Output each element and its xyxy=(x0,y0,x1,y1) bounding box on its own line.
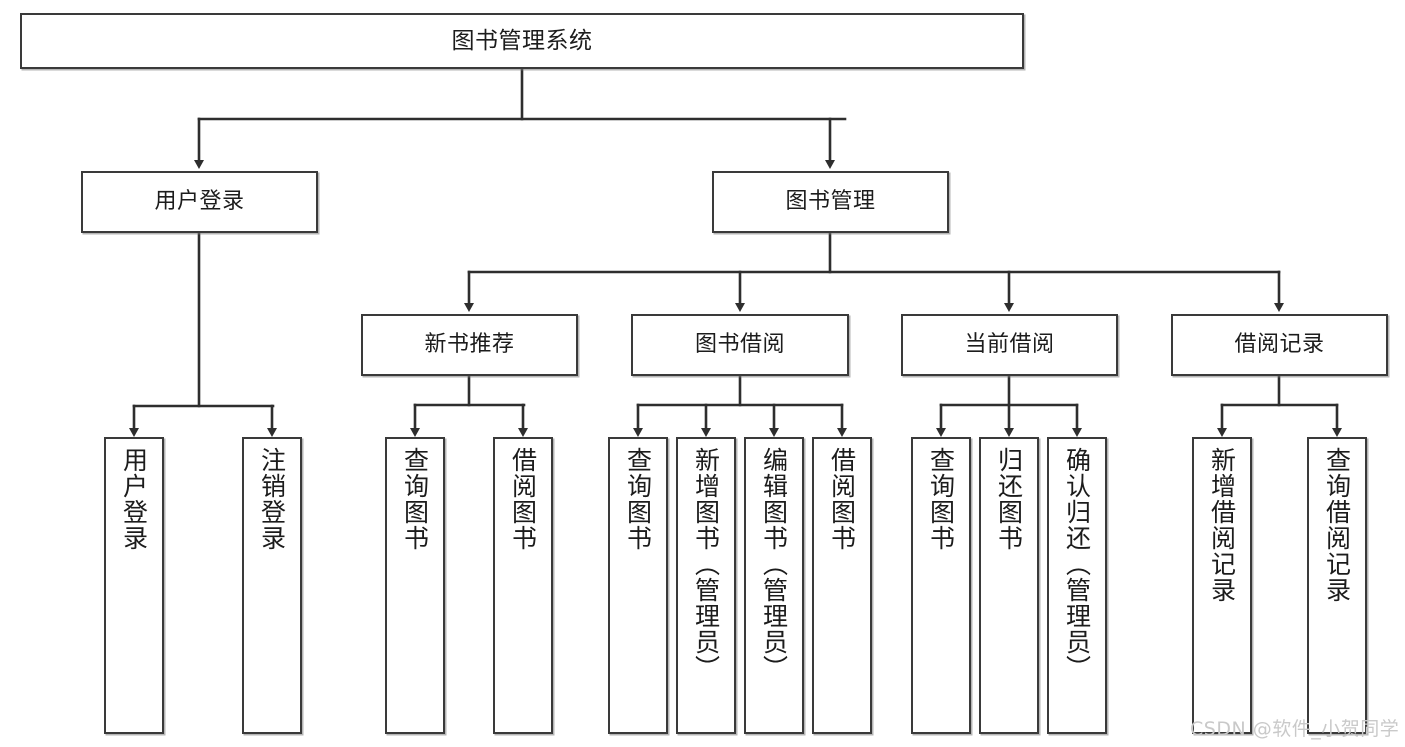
leaf-recommend-borrow-book[interactable]: 借阅图书 xyxy=(493,437,553,734)
node-root[interactable]: 图书管理系统 xyxy=(20,13,1024,69)
node-book-borrow-label: 图书借阅 xyxy=(694,332,785,358)
leaf-record-add-record[interactable]: 新增借阅记录 xyxy=(1192,437,1252,734)
node-borrow-record-label: 借阅记录 xyxy=(1234,332,1325,358)
node-book-borrow[interactable]: 图书借阅 xyxy=(631,314,849,376)
leaf-borrow-borrow-book[interactable]: 借阅图书 xyxy=(812,437,872,734)
leaf-user-login-logout-label: 注销登录 xyxy=(257,447,287,551)
leaf-recommend-query-book-label: 查询图书 xyxy=(400,447,430,551)
leaf-current-confirm-return-admin-label: 确认归还（管理员） xyxy=(1062,447,1092,681)
leaf-borrow-query-book-label: 查询图书 xyxy=(623,447,653,551)
leaf-current-query-book-label: 查询图书 xyxy=(926,447,956,551)
node-book-management[interactable]: 图书管理 xyxy=(712,171,949,233)
leaf-current-confirm-return-admin[interactable]: 确认归还（管理员） xyxy=(1047,437,1107,734)
leaf-record-query-record-label: 查询借阅记录 xyxy=(1322,447,1352,603)
node-new-book-recommend-label: 新书推荐 xyxy=(424,332,515,358)
leaf-current-return-book-label: 归还图书 xyxy=(994,447,1024,551)
node-current-borrow-label: 当前借阅 xyxy=(964,332,1055,358)
leaf-record-add-record-label: 新增借阅记录 xyxy=(1207,447,1237,603)
leaf-recommend-borrow-book-label: 借阅图书 xyxy=(508,447,538,551)
leaf-borrow-add-book-admin-label: 新增图书（管理员） xyxy=(691,447,721,681)
node-user-login[interactable]: 用户登录 xyxy=(81,171,318,233)
node-new-book-recommend[interactable]: 新书推荐 xyxy=(361,314,578,376)
leaf-user-login-signin-label: 用户登录 xyxy=(119,447,149,551)
leaf-borrow-add-book-admin[interactable]: 新增图书（管理员） xyxy=(676,437,736,734)
leaf-record-query-record[interactable]: 查询借阅记录 xyxy=(1307,437,1367,734)
leaf-user-login-signin[interactable]: 用户登录 xyxy=(104,437,164,734)
leaf-recommend-query-book[interactable]: 查询图书 xyxy=(385,437,445,734)
node-user-login-label: 用户登录 xyxy=(154,189,245,215)
leaf-borrow-edit-book-admin[interactable]: 编辑图书（管理员） xyxy=(744,437,804,734)
leaf-current-query-book[interactable]: 查询图书 xyxy=(911,437,971,734)
leaf-current-return-book[interactable]: 归还图书 xyxy=(979,437,1039,734)
csdn-watermark: CSDN @软件_小贺同学 xyxy=(1190,718,1400,740)
node-current-borrow[interactable]: 当前借阅 xyxy=(901,314,1118,376)
leaf-borrow-query-book[interactable]: 查询图书 xyxy=(608,437,668,734)
node-root-label: 图书管理系统 xyxy=(451,27,593,54)
node-borrow-record[interactable]: 借阅记录 xyxy=(1171,314,1388,376)
leaf-user-login-logout[interactable]: 注销登录 xyxy=(242,437,302,734)
leaf-borrow-borrow-book-label: 借阅图书 xyxy=(827,447,857,551)
leaf-borrow-edit-book-admin-label: 编辑图书（管理员） xyxy=(759,447,789,681)
node-book-management-label: 图书管理 xyxy=(785,189,876,215)
